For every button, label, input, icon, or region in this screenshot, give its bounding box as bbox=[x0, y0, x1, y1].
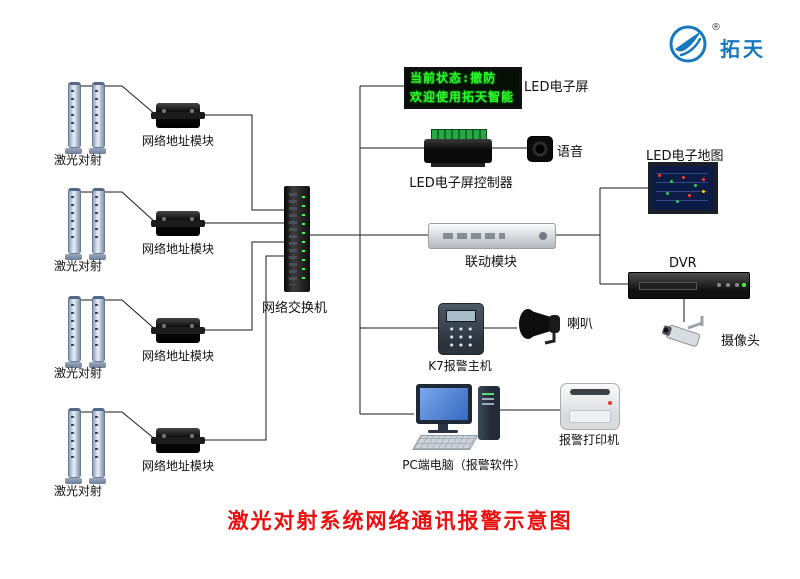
laser-tower bbox=[89, 82, 106, 154]
laser-label: 激光对射 bbox=[53, 153, 102, 167]
dvr-recorder bbox=[628, 272, 750, 299]
module-label: 网络地址模块 bbox=[141, 459, 214, 473]
network-address-module bbox=[151, 103, 205, 128]
brand-logo: ® 拓天 bbox=[668, 22, 793, 68]
controller-label: LED电子屏控制器 bbox=[409, 176, 513, 191]
laser-tower bbox=[89, 188, 106, 260]
switch-label: 网络交换机 bbox=[262, 301, 328, 316]
linkage-label: 联动模块 bbox=[464, 255, 517, 270]
network-address-module bbox=[151, 318, 205, 343]
laser-tower bbox=[65, 408, 82, 484]
led-display-label: LED电子屏 bbox=[524, 80, 589, 95]
k7-label: K7报警主机 bbox=[428, 359, 492, 373]
led-controller bbox=[424, 129, 492, 167]
keypad-buttons bbox=[447, 325, 475, 349]
voice-label: 语音 bbox=[557, 145, 584, 160]
pc-label: PC端电脑（报警软件） bbox=[402, 458, 526, 472]
k7-alarm-host bbox=[438, 303, 484, 355]
network-address-module bbox=[151, 428, 205, 453]
keypad-screen bbox=[446, 310, 476, 322]
diagram-title: 激光对射系统网络通讯报警示意图 bbox=[227, 509, 573, 533]
module-label: 网络地址模块 bbox=[141, 134, 214, 148]
registered-mark: ® bbox=[711, 22, 721, 33]
printer-led bbox=[608, 401, 612, 405]
laser-label: 激光对射 bbox=[53, 259, 102, 273]
monitor-stand bbox=[438, 424, 448, 430]
keyboard bbox=[412, 435, 479, 450]
controller-body bbox=[424, 139, 492, 167]
printer-label: 报警打印机 bbox=[558, 433, 619, 447]
led-display-line1: 当前状态:撤防 bbox=[410, 71, 497, 85]
logo-icon bbox=[669, 25, 707, 63]
led-display-line2: 欢迎使用拓天智能 bbox=[410, 90, 515, 104]
laser-label: 激光对射 bbox=[53, 484, 102, 498]
linkage-module bbox=[428, 223, 556, 249]
module-label: 网络地址模块 bbox=[141, 242, 214, 256]
pc-workstation bbox=[412, 384, 512, 454]
horn-label: 喇叭 bbox=[567, 317, 594, 332]
monitor-base bbox=[428, 430, 458, 433]
laser-tower bbox=[65, 82, 82, 154]
brand-name: 拓天 bbox=[720, 37, 766, 61]
voice-speaker-icon bbox=[527, 136, 553, 162]
cctv-camera-icon bbox=[662, 316, 704, 347]
horn-speaker-icon bbox=[519, 309, 560, 345]
pc-monitor bbox=[416, 384, 472, 424]
led-map-screen bbox=[648, 162, 718, 214]
laser-tower bbox=[65, 188, 82, 260]
laser-tower bbox=[89, 408, 106, 484]
network-address-module bbox=[151, 211, 205, 236]
alarm-printer bbox=[560, 383, 620, 430]
laser-tower bbox=[89, 296, 106, 368]
laser-tower bbox=[65, 296, 82, 368]
led-display: 当前状态:撤防 欢迎使用拓天智能 bbox=[404, 67, 522, 109]
camera-label: 摄像头 bbox=[721, 334, 761, 349]
led-map-label: LED电子地图 bbox=[646, 149, 724, 164]
dvr-label: DVR bbox=[669, 256, 697, 271]
module-label: 网络地址模块 bbox=[141, 349, 214, 363]
pc-tower bbox=[478, 386, 500, 440]
laser-label: 激光对射 bbox=[53, 366, 102, 380]
network-switch bbox=[284, 186, 310, 292]
